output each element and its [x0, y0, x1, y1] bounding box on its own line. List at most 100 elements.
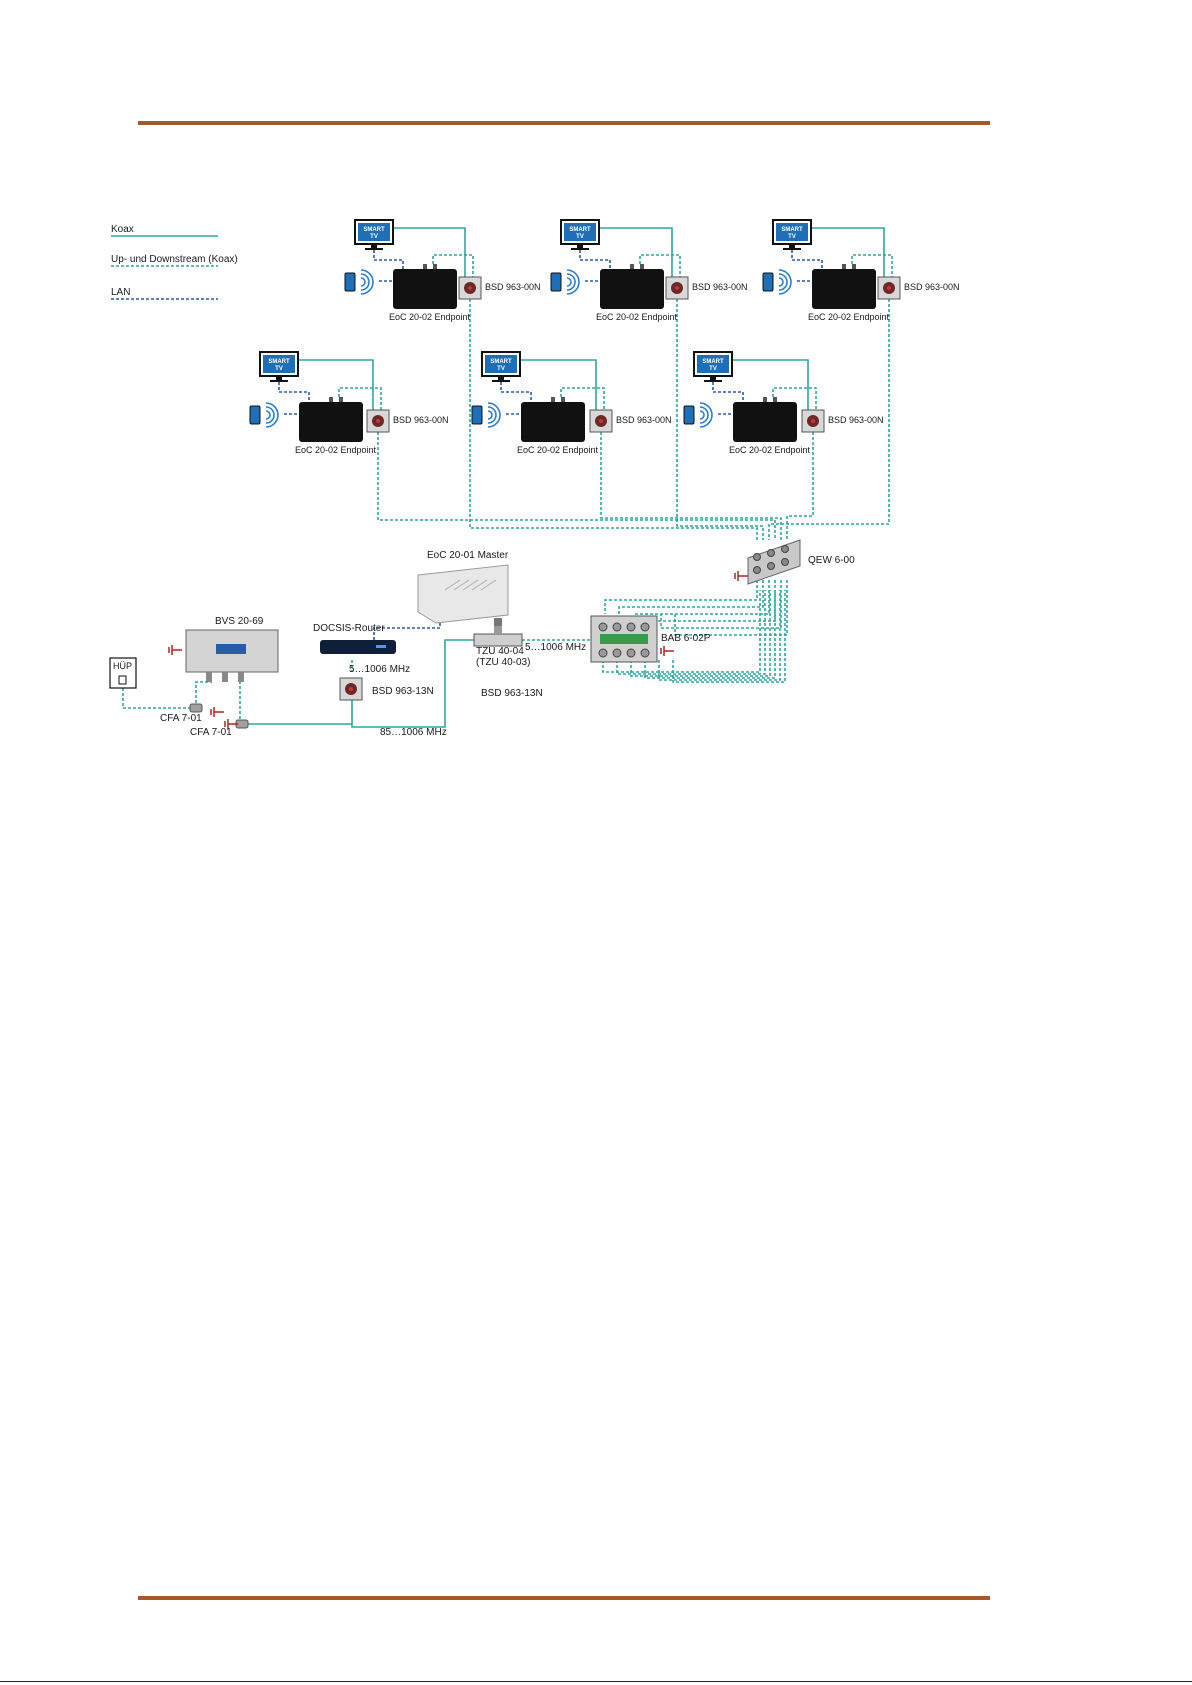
- tv-label-line1: SMART: [702, 359, 724, 365]
- tablet-with-wifi: [344, 269, 374, 295]
- endpoint-label: EoC 20-02 Endpoint: [596, 312, 678, 322]
- cfa-ground-icon: [210, 707, 224, 717]
- bsd-socket: BSD 963-00N: [665, 276, 748, 300]
- tv-neck: [710, 376, 716, 380]
- qew-body: [747, 539, 801, 585]
- socket-label: BSD 963-00N: [904, 282, 960, 292]
- updown-riser: [600, 432, 782, 540]
- router-led: [376, 645, 386, 648]
- wifi-icon: [265, 402, 279, 428]
- updown-riser: [786, 432, 814, 540]
- tv-screen: [697, 355, 729, 373]
- bab-port: [626, 622, 636, 632]
- tablet-body: [249, 405, 261, 425]
- socket-pin: [376, 419, 380, 423]
- tv-label-line1: SMART: [490, 359, 512, 365]
- hup-box: [109, 657, 137, 689]
- master-body: [417, 564, 509, 624]
- tv-neck: [276, 376, 282, 380]
- docsis-router-device: [320, 640, 396, 654]
- updown-endpoint-socket: [432, 254, 474, 277]
- bab-port: [626, 648, 636, 658]
- updown-endpoint-socket: [560, 387, 605, 410]
- docsis-router-label: DOCSIS-Router: [313, 623, 385, 634]
- updown-bab-qew: [630, 590, 771, 677]
- tablet-body: [683, 405, 695, 425]
- tzu-label-2: (TZU 40-03): [476, 657, 530, 668]
- bsd-socket: BSD 963-00N: [589, 409, 672, 433]
- bvs-connector: [222, 672, 228, 682]
- footer-rule: [138, 1596, 990, 1600]
- koax-tv-socket: [298, 359, 374, 410]
- master-connector: [494, 618, 502, 627]
- tv-stand: [365, 248, 383, 250]
- endpoint-body: [299, 402, 363, 442]
- endpoint-label: EoC 20-02 Endpoint: [389, 312, 471, 322]
- tv-stand: [492, 380, 510, 382]
- updown-bab-qew: [602, 590, 761, 673]
- koax-tv-socket: [599, 227, 673, 277]
- endpoint-port: [433, 264, 437, 269]
- updown-qew-bab: [660, 580, 782, 629]
- hup-label: HÜP: [113, 661, 132, 671]
- tablet-body: [762, 272, 774, 292]
- updown-qew-bab: [633, 580, 770, 615]
- endpoint-label: EoC 20-02 Endpoint: [729, 445, 811, 455]
- bsd-socket: BSD 963-00N: [458, 276, 541, 300]
- router-band-label: 5…1006 MHz: [349, 664, 410, 675]
- bab-port: [612, 648, 622, 658]
- tv-stand: [571, 248, 589, 250]
- bab-port: [640, 648, 650, 658]
- tv-neck: [577, 244, 583, 248]
- lan-tv-endpoint: [712, 382, 744, 402]
- qew-ground-icon: [734, 571, 748, 581]
- header-rule: [138, 121, 990, 125]
- updown-bab-qew: [616, 590, 766, 675]
- wifi-icon: [360, 277, 366, 287]
- wifi-icon: [265, 406, 275, 424]
- tv-screen: [263, 355, 295, 373]
- updown-endpoint-socket: [639, 254, 681, 277]
- tzu-body: [473, 633, 523, 647]
- master-vent: [480, 579, 497, 591]
- updown-qew-bab: [618, 580, 764, 614]
- bsd13-socket: [339, 677, 363, 701]
- endpoint-body: [733, 402, 797, 442]
- tv-neck: [498, 376, 504, 380]
- endpoint-body: [521, 402, 585, 442]
- wifi-icon: [566, 273, 576, 291]
- koax-tv-socket: [732, 359, 809, 410]
- wifi-icon: [360, 269, 374, 295]
- eoc-master-device: [417, 564, 509, 627]
- updown-qew-bab: [674, 580, 788, 636]
- endpoint-port: [339, 397, 343, 402]
- qew-port: [781, 558, 789, 566]
- updown-bab-qew: [644, 590, 776, 679]
- qew-port: [767, 549, 775, 557]
- tv-screen: [776, 223, 808, 241]
- master-vent: [471, 579, 488, 591]
- router-body: [320, 640, 396, 654]
- bab-port: [598, 648, 608, 658]
- tv-screen: [358, 223, 390, 241]
- wifi-icon: [778, 277, 784, 287]
- bab-label-plate: [600, 634, 648, 644]
- updown-qew-bab: [604, 580, 758, 614]
- cfa-label-a: CFA 7-01: [160, 713, 202, 724]
- socket-label: BSD 963-00N: [692, 282, 748, 292]
- master-vent: [453, 579, 470, 591]
- eoc-endpoint: EoC 20-02 Endpoint: [295, 397, 377, 455]
- qew-port: [753, 566, 761, 574]
- socket-pin: [599, 419, 603, 423]
- endpoint-label: EoC 20-02 Endpoint: [295, 445, 377, 455]
- wifi-icon: [360, 273, 370, 291]
- endpoint-port: [551, 397, 555, 402]
- hup-frame: [109, 657, 137, 689]
- wifi-icon: [487, 402, 501, 428]
- bvs-ground-icon: [168, 645, 182, 655]
